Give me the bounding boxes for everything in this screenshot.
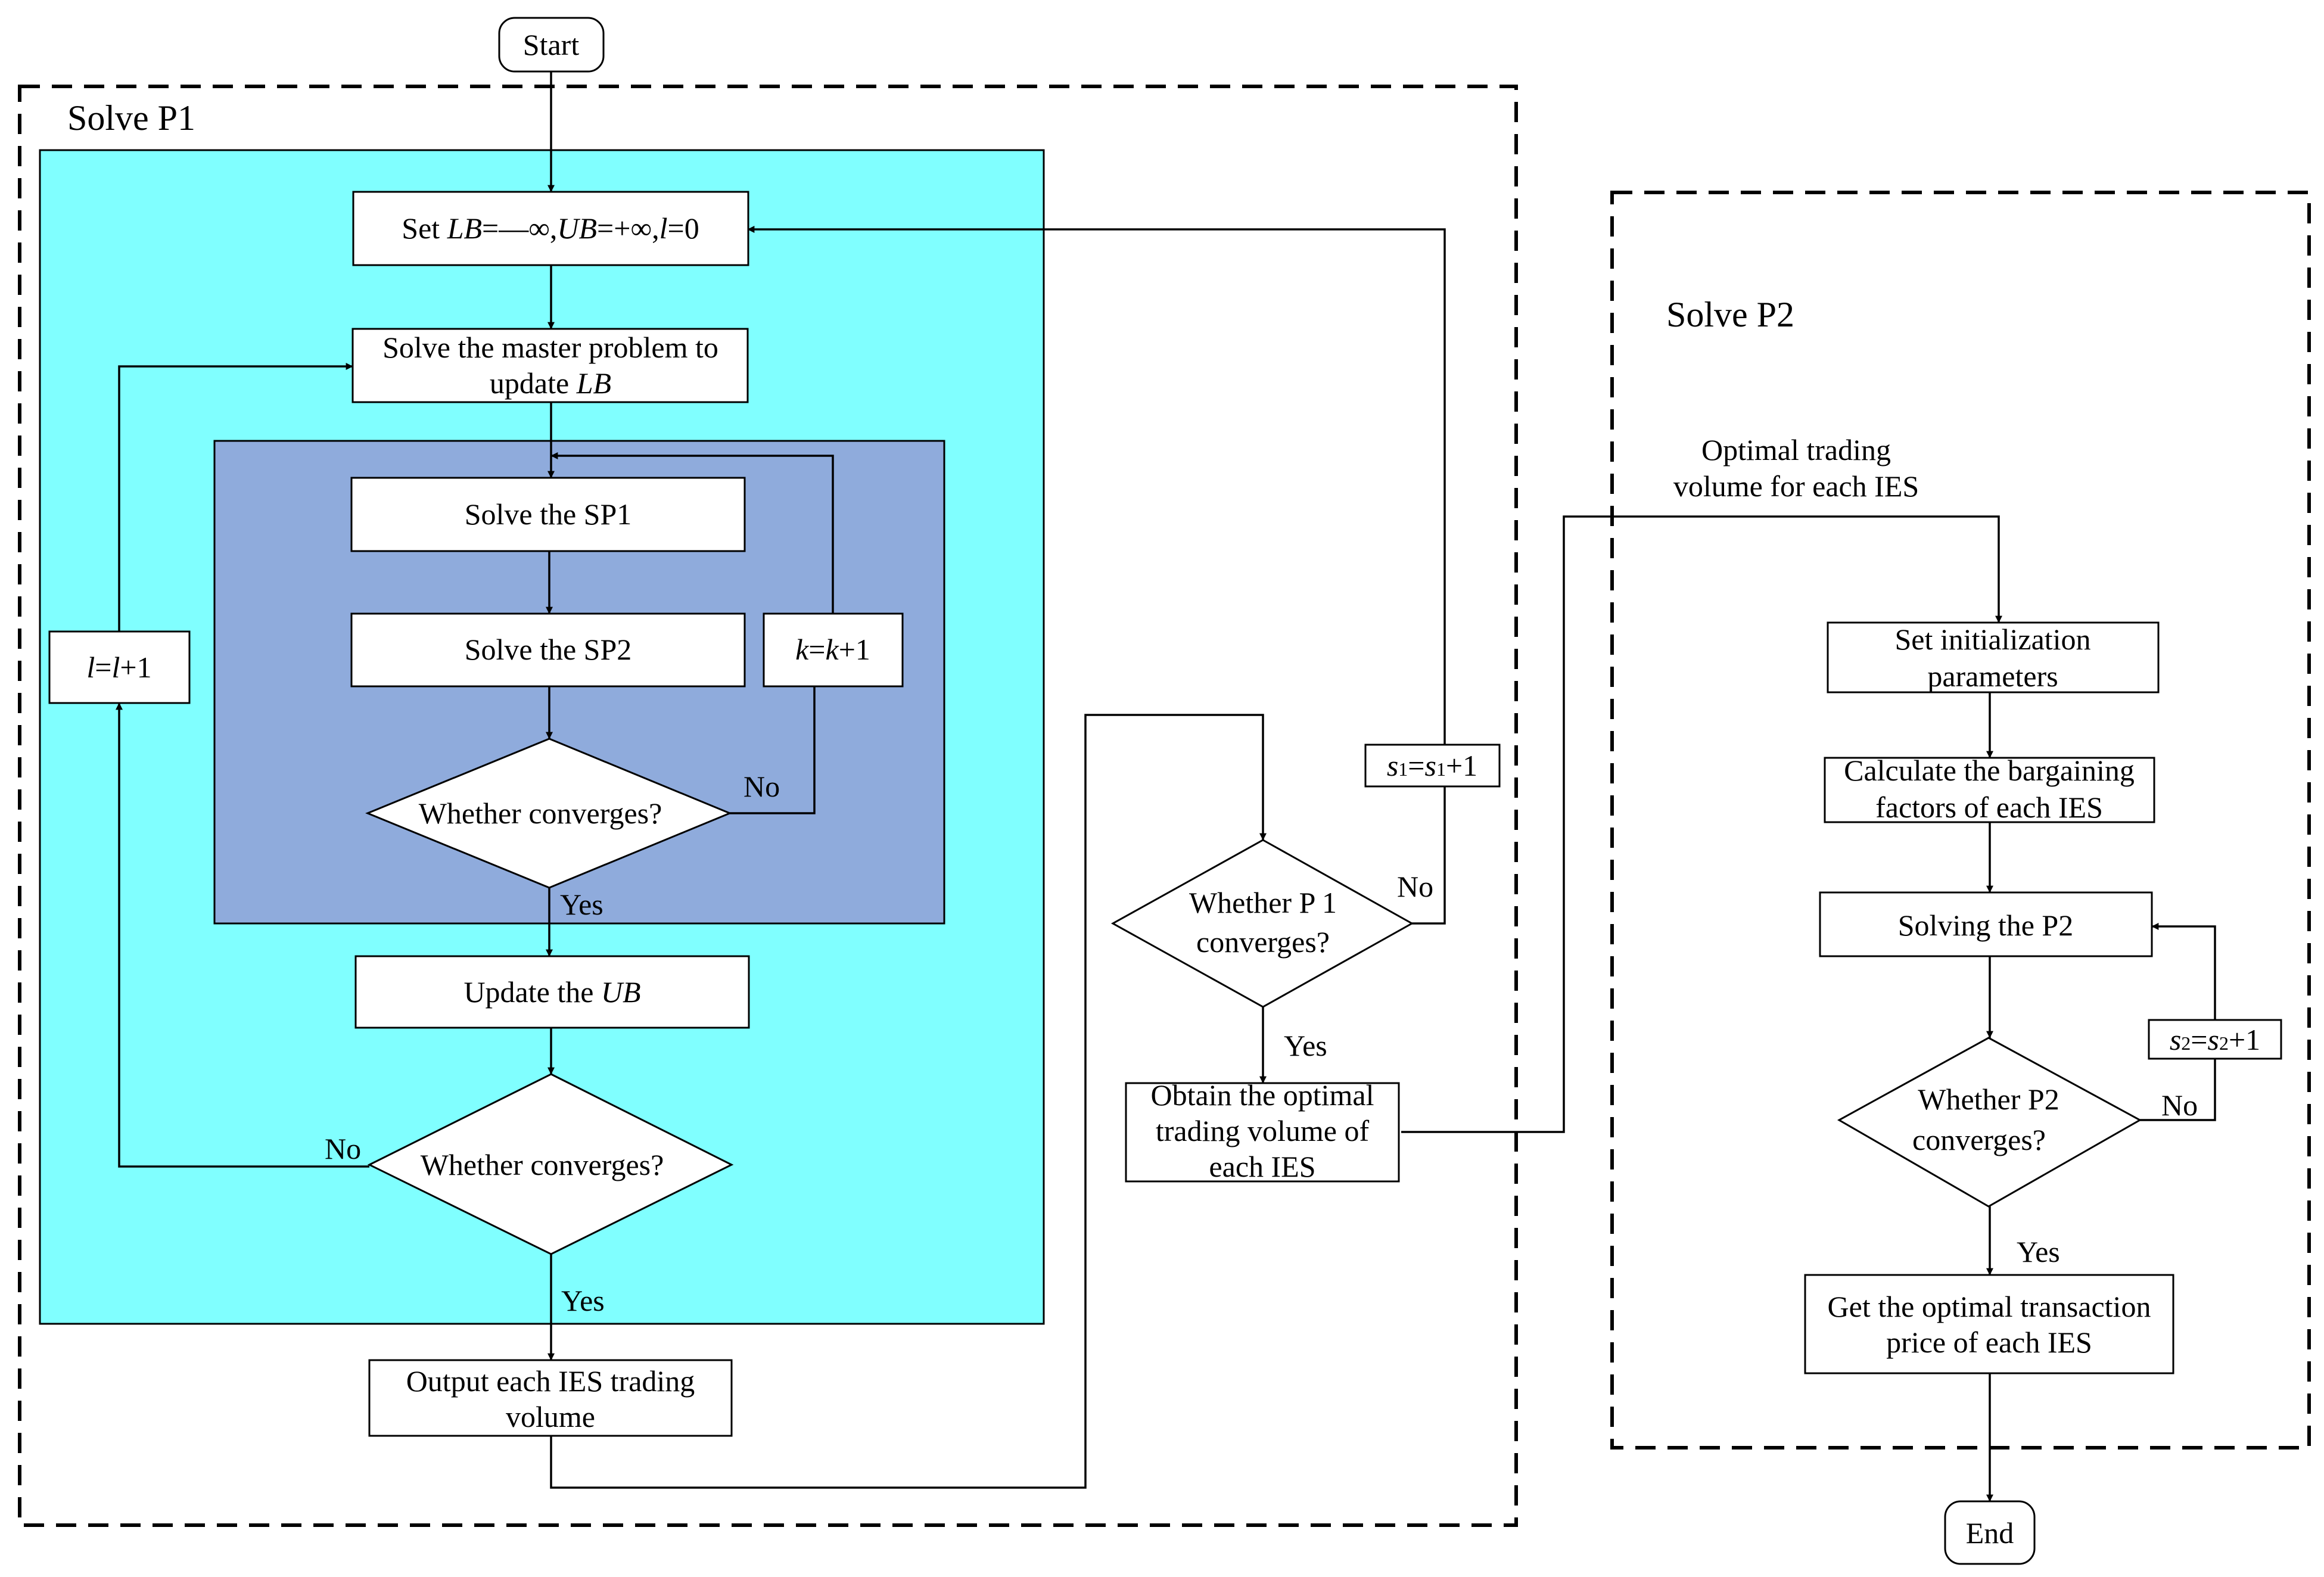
set-bounds-step: Set LB=—∞,UB=+∞,l=0 <box>352 191 749 266</box>
start-label: Start <box>523 28 580 61</box>
solve-p1-title: Solve P1 <box>67 98 195 138</box>
l-increment-step: l=l+1 <box>48 630 191 704</box>
s1-increment-step: s1=s1+1 <box>1364 744 1501 788</box>
inner-yes-label: Yes <box>560 888 603 921</box>
svg-text:Update the UB: Update the UB <box>463 975 640 1009</box>
svg-text:Obtain the optimal: Obtain the optimal <box>1151 1078 1374 1112</box>
svg-text:trading volume of: trading volume of <box>1156 1114 1370 1147</box>
svg-text:Whether P 1: Whether P 1 <box>1189 886 1337 919</box>
svg-text:s1=s1+1: s1=s1+1 <box>1387 749 1477 782</box>
svg-text:parameters: parameters <box>1927 660 2058 693</box>
svg-text:converges?: converges? <box>1912 1123 2046 1156</box>
outer-converge-decision: Whether converges? <box>367 1073 734 1255</box>
svg-text:Whether converges?: Whether converges? <box>419 797 662 830</box>
outer-yes-label: Yes <box>561 1284 605 1317</box>
svg-text:Output each IES trading: Output each IES trading <box>406 1364 695 1398</box>
output-trading-volume-step: Output each IES trading volume <box>368 1359 733 1437</box>
connectors <box>116 71 2216 1502</box>
svg-text:l=l+1: l=l+1 <box>86 651 151 684</box>
solving-p2-step: Solving the P2 <box>1819 891 2153 957</box>
svg-text:Solve the SP2: Solve the SP2 <box>465 633 632 666</box>
svg-text:Solve the SP1: Solve the SP1 <box>465 497 632 531</box>
trading-volume-label-line2: volume for each IES <box>1673 469 1919 503</box>
p2-converge-decision: Whether P2 converges? <box>1837 1037 2142 1208</box>
trading-volume-label-line1: Optimal trading <box>1701 433 1891 466</box>
update-ub-step: Update the UB <box>354 955 750 1029</box>
solve-p2-title: Solve P2 <box>1666 295 1794 334</box>
p2-no-label: No <box>2161 1088 2198 1122</box>
get-optimal-price-step: Get the optimal transaction price of eac… <box>1804 1274 2174 1374</box>
p1-no-label: No <box>1397 870 1433 903</box>
bargaining-factors-step: Calculate the bargaining factors of each… <box>1824 754 2155 824</box>
inner-no-label: No <box>743 770 780 803</box>
master-problem-step: Solve the master problem to update LB <box>351 328 749 403</box>
svg-text:Whether P2: Whether P2 <box>1918 1083 2059 1116</box>
p1-converge-decision: Whether P 1 converges? <box>1110 839 1414 1008</box>
obtain-optimal-volume-step: Obtain the optimal trading volume of eac… <box>1125 1078 1400 1183</box>
inner-converge-decision: Whether converges? <box>365 738 732 889</box>
svg-text:update LB: update LB <box>490 366 611 400</box>
svg-text:each IES: each IES <box>1209 1150 1315 1183</box>
svg-text:volume: volume <box>506 1400 595 1433</box>
solve-p2-group <box>1610 191 2311 1450</box>
svg-text:Get the optimal transaction: Get the optimal transaction <box>1828 1290 2151 1323</box>
start-terminal: Start <box>498 17 605 73</box>
p1-yes-label: Yes <box>1284 1029 1327 1062</box>
outer-no-label: No <box>325 1132 361 1165</box>
svg-text:Solve the master problem to: Solve the master problem to <box>382 331 718 364</box>
solve-p1-group <box>18 85 1518 1527</box>
svg-text:converges?: converges? <box>1196 925 1330 959</box>
svg-text:Solving the P2: Solving the P2 <box>1898 909 2073 942</box>
end-label: End <box>1966 1516 2014 1550</box>
svg-text:k=k+1: k=k+1 <box>795 633 870 666</box>
end-terminal: End <box>1944 1500 2036 1565</box>
svg-text:Calculate the bargaining: Calculate the bargaining <box>1844 754 2135 787</box>
s2-increment-step: s2=s2+1 <box>2148 1019 2282 1060</box>
k-increment-step: k=k+1 <box>763 612 904 688</box>
p2-yes-label: Yes <box>2017 1235 2060 1268</box>
svg-text:s2=s2+1: s2=s2+1 <box>2170 1023 2260 1056</box>
svg-text:factors of each IES: factors of each IES <box>1875 791 2103 824</box>
sp1-step: Solve the SP1 <box>350 477 746 552</box>
svg-text:Whether converges?: Whether converges? <box>421 1148 664 1181</box>
svg-text:price of each IES: price of each IES <box>1886 1326 2092 1359</box>
set-initialization-step: Set initialization parameters <box>1827 621 2160 693</box>
svg-text:Set initialization: Set initialization <box>1894 623 2090 656</box>
svg-text:Set LB=—∞,UB=+∞,l=0: Set LB=—∞,UB=+∞,l=0 <box>402 211 699 245</box>
sp2-step: Solve the SP2 <box>350 612 746 688</box>
